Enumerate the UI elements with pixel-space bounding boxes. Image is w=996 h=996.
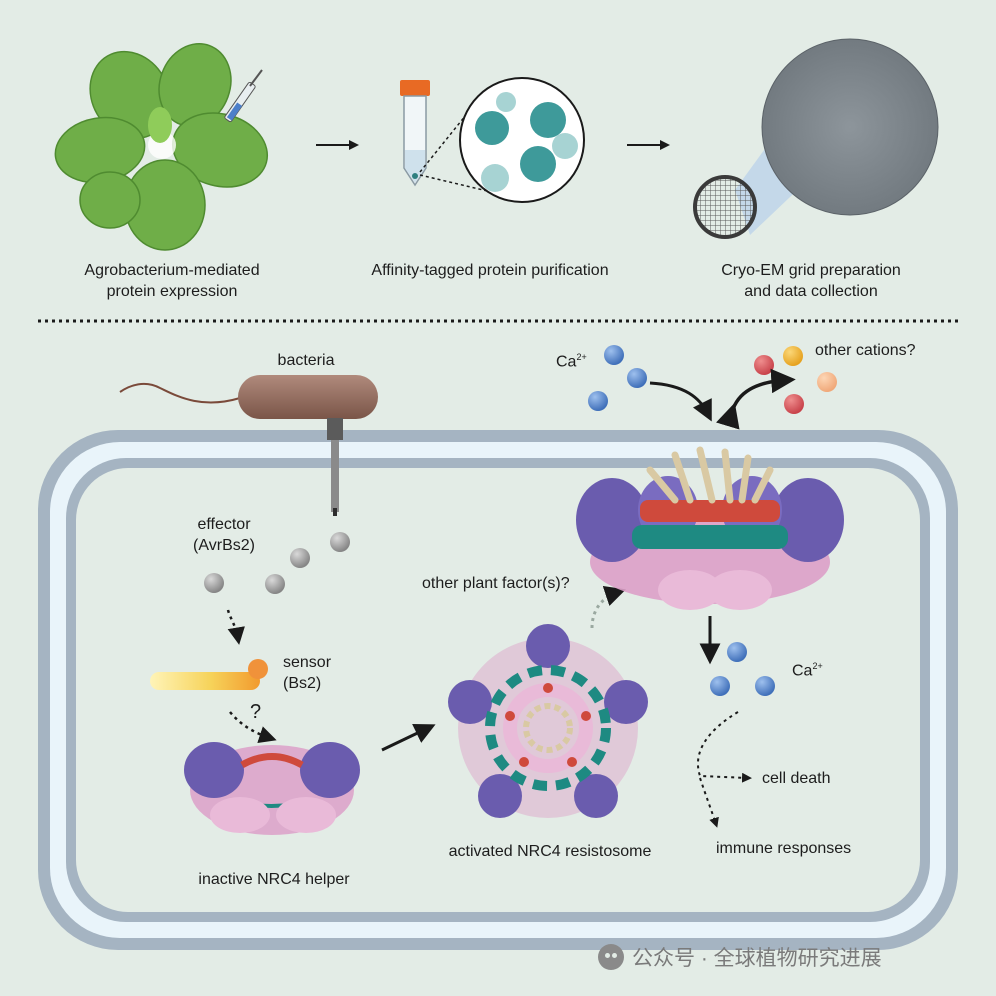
step-1-line-2: protein expression [106,283,238,300]
step-3-label: Cryo-EM grid preparation and data collec… [721,260,901,302]
syringe-icon [224,69,263,123]
sensor-label-line-2: (Bs2) [283,675,322,692]
effector-molecules [204,532,350,594]
resistosome-side-view [576,446,844,610]
watermark-text: 公众号 · 全球植物研究进展 [632,947,882,970]
effector-label-line-1: effector [197,516,251,533]
wechat-icon [598,944,624,970]
arrow-to-cell-death [697,711,752,783]
other-cations-label: other cations? [815,342,916,359]
zoom-lens [419,77,585,203]
cryo-em-grid-icon [693,38,939,239]
calcium-label-bottom: Ca2+ [792,656,823,681]
calcium-label-top-text: Ca [556,353,577,371]
inactive-helper-structure [184,742,360,835]
step-2-line-1: Affinity-tagged protein purification [371,262,609,279]
tube-icon [400,80,430,187]
inactive-helper-label: inactive NRC4 helper [198,871,350,888]
arrow-helper-to-resistosome [381,723,436,752]
calcium-label-top: Ca2+ [556,347,587,372]
step-1-line-1: Agrobacterium-mediated [84,262,260,279]
arrow-sensor-to-helper [229,711,277,743]
resistosome-top-view [448,624,648,818]
bacteria-label: bacteria [277,352,335,369]
cell-death-label: cell death [762,770,831,787]
arrow-effector-to-sensor [226,609,245,645]
sensor-protein-icon [150,659,268,690]
question-mark: ? [250,701,262,723]
plant-illustration [54,43,269,251]
arrow-factors [590,586,626,629]
arrow-cations-exchange [716,368,796,430]
calcium-ions-bottom [710,642,775,696]
effector-label: effector (AvrBs2) [193,514,255,556]
step-3-line-1: Cryo-EM grid preparation [721,262,901,279]
activated-resistosome-label: activated NRC4 resistosome [448,843,652,860]
other-factors-label: other plant factor(s)? [422,575,570,592]
sensor-label-line-1: sensor [283,654,332,671]
effector-label-line-2: (AvrBs2) [193,537,255,554]
calcium-label-bottom-text: Ca [792,662,813,680]
step-2-label: Affinity-tagged protein purification [371,260,608,281]
calcium-ions-top [588,345,647,411]
bacterium-icon [119,375,378,516]
step-3-line-2: and data collection [744,283,878,300]
calcium-label-top-charge: 2+ [576,352,587,362]
calcium-label-bottom-charge: 2+ [812,661,823,671]
step-1-label: Agrobacterium-mediated protein expressio… [84,260,259,302]
arrow-calcium-influx [649,381,712,422]
immune-responses-label: immune responses [716,840,852,857]
sensor-label: sensor (Bs2) [283,652,331,694]
watermark: 公众号 · 全球植物研究进展 [598,942,882,972]
